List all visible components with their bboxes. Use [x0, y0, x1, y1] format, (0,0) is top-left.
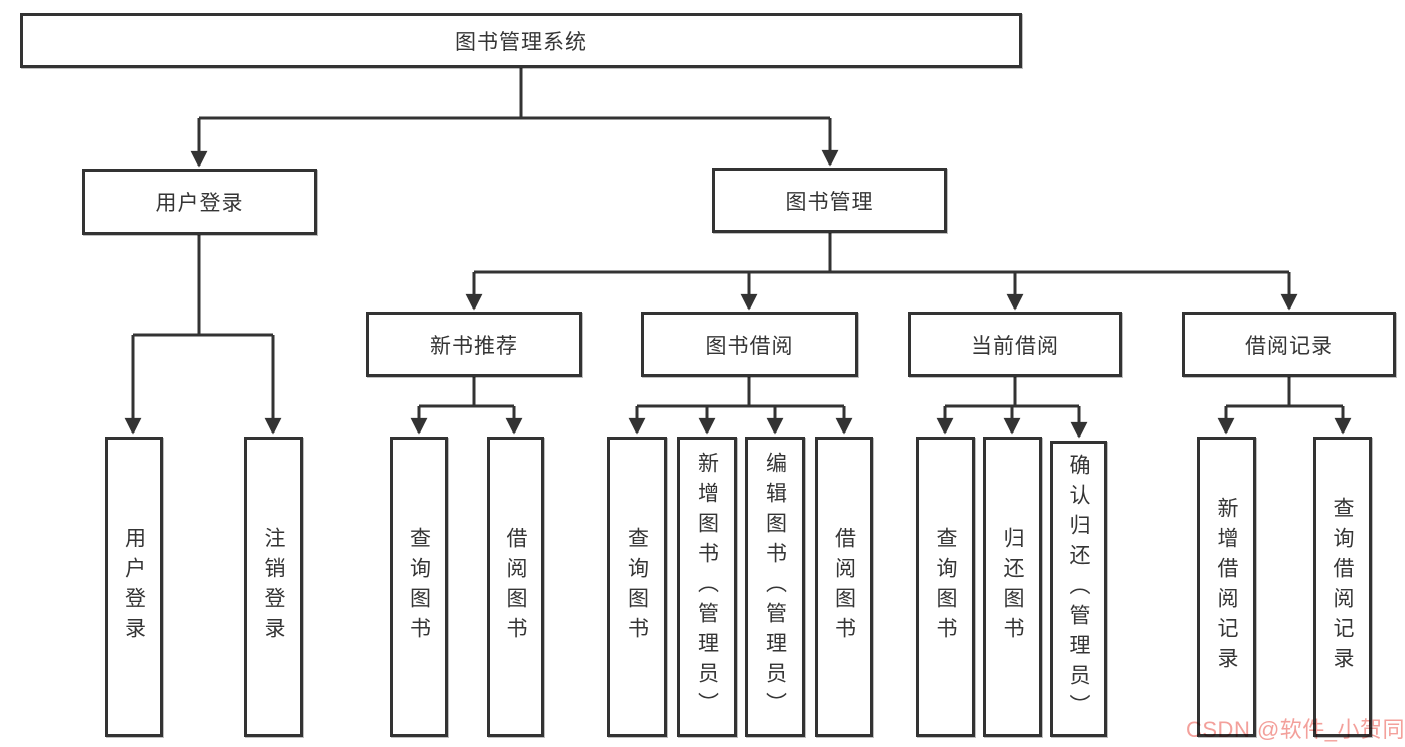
node-user-login: 用户登录: [82, 169, 317, 235]
node-root: 图书管理系统: [20, 13, 1022, 68]
leaf-confirm-return-admin-label: 确认归还（管理员）: [1067, 454, 1090, 724]
node-borrow-records: 借阅记录: [1182, 312, 1396, 377]
leaf-edit-book-admin: 编辑图书（管理员）: [745, 437, 805, 737]
leaf-return-book: 归还图书: [983, 437, 1042, 737]
node-root-label: 图书管理系统: [455, 30, 587, 54]
leaf-borrow-book-2-label: 借阅图书: [832, 527, 856, 647]
node-current-borrow-label: 当前借阅: [971, 334, 1059, 358]
node-book-management: 图书管理: [712, 168, 947, 233]
leaf-logout: 注销登录: [244, 437, 303, 737]
leaf-query-book-2: 查询图书: [607, 437, 667, 737]
leaf-logout-label: 注销登录: [262, 527, 285, 647]
leaf-borrow-book-2: 借阅图书: [815, 437, 873, 737]
node-book-management-label: 图书管理: [785, 190, 874, 214]
leaf-return-book-label: 归还图书: [1001, 527, 1024, 647]
node-book-borrow-label: 图书借阅: [705, 334, 794, 358]
node-new-book-recommend-label: 新书推荐: [430, 334, 518, 358]
leaf-query-book-3: 查询图书: [916, 437, 975, 737]
leaf-confirm-return-admin: 确认归还（管理员）: [1050, 441, 1107, 737]
node-borrow-records-label: 借阅记录: [1245, 334, 1333, 358]
leaf-user-login-label: 用户登录: [122, 527, 146, 647]
node-book-borrow: 图书借阅: [641, 312, 858, 377]
leaf-user-login: 用户登录: [105, 437, 163, 737]
leaf-query-book-2-label: 查询图书: [625, 527, 649, 647]
leaf-borrow-book-1: 借阅图书: [487, 437, 544, 737]
node-new-book-recommend: 新书推荐: [366, 312, 582, 377]
node-current-borrow: 当前借阅: [908, 312, 1122, 377]
node-user-login-label: 用户登录: [155, 192, 244, 215]
leaf-borrow-book-1-label: 借阅图书: [504, 527, 527, 647]
leaf-query-book-1: 查询图书: [390, 437, 448, 737]
leaf-query-borrow-record: 查询借阅记录: [1313, 437, 1372, 737]
leaf-add-borrow-record-label: 新增借阅记录: [1215, 497, 1238, 677]
leaf-query-borrow-record-label: 查询借阅记录: [1331, 497, 1354, 677]
leaf-add-book-admin: 新增图书（管理员）: [677, 437, 737, 737]
leaf-add-borrow-record: 新增借阅记录: [1197, 437, 1256, 737]
leaf-query-book-3-label: 查询图书: [934, 527, 957, 647]
leaf-query-book-1-label: 查询图书: [407, 527, 431, 647]
leaf-add-book-admin-label: 新增图书（管理员）: [695, 452, 719, 722]
leaf-edit-book-admin-label: 编辑图书（管理员）: [763, 452, 787, 722]
